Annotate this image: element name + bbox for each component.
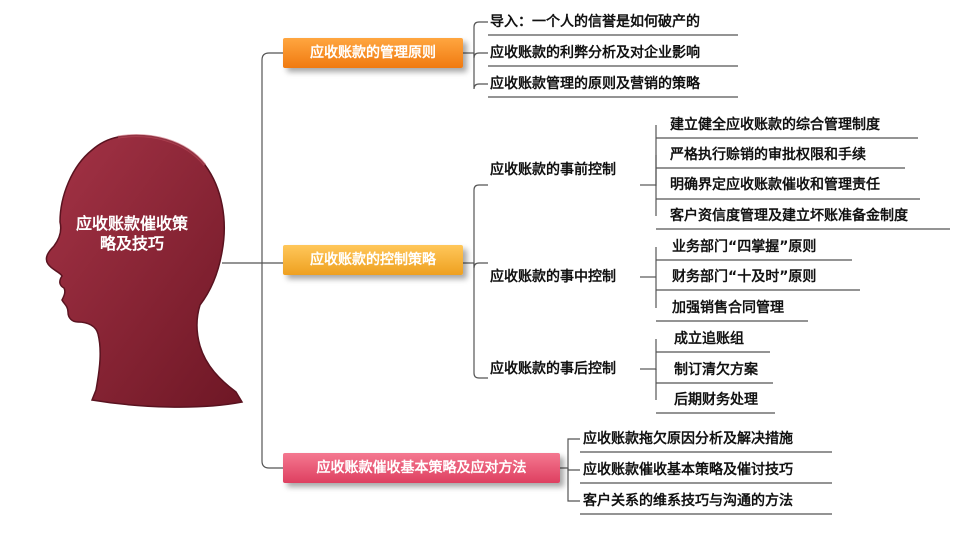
branch-control-strategy[interactable]: 应收账款的控制策略 bbox=[283, 245, 463, 275]
connector-b1-leaf-3 bbox=[473, 53, 488, 90]
sub-pre-control[interactable]: 应收账款的事前控制 bbox=[490, 162, 616, 178]
central-topic: 应收账款催收策 略及技巧 bbox=[66, 214, 198, 254]
leaf-2-3-2[interactable]: 制订清欠方案 bbox=[674, 362, 758, 378]
connector-b2-sub-1 bbox=[473, 184, 488, 263]
connector-branch-3 bbox=[261, 263, 283, 469]
branch-management-principles[interactable]: 应收账款的管理原则 bbox=[283, 38, 463, 68]
connector-b3-leaf-2 bbox=[567, 468, 580, 471]
leaf-2-2-3[interactable]: 加强销售合同管理 bbox=[672, 300, 784, 316]
leaf-1-2[interactable]: 应收账款的利弊分析及对企业影响 bbox=[490, 45, 700, 61]
leaf-2-1-3[interactable]: 明确界定应收账款催收和管理责任 bbox=[670, 177, 880, 193]
leaf-2-2-2[interactable]: 财务部门“十及时”原则 bbox=[672, 269, 817, 285]
leaf-2-2-1[interactable]: 业务部门“四掌握”原则 bbox=[672, 239, 817, 255]
branch-collection-strategy[interactable]: 应收账款催收基本策略及应对方法 bbox=[283, 453, 560, 483]
connector-b3-leaf-3 bbox=[567, 468, 580, 502]
leaf-2-3-1[interactable]: 成立追账组 bbox=[674, 331, 744, 347]
leaf-2-1-1[interactable]: 建立健全应收账款的综合管理制度 bbox=[670, 117, 880, 133]
leaf-3-2[interactable]: 应收账款催收基本策略及催讨技巧 bbox=[583, 462, 793, 478]
sub-mid-control[interactable]: 应收账款的事中控制 bbox=[490, 269, 616, 285]
head-silhouette-icon bbox=[45, 134, 244, 408]
leaf-3-3[interactable]: 客户关系的维系技巧与沟通的方法 bbox=[583, 493, 793, 509]
central-title-line2: 略及技巧 bbox=[99, 234, 164, 253]
connector-branch-1 bbox=[261, 52, 283, 263]
connector-b2-sub-2 bbox=[473, 262, 488, 269]
leaf-2-1-4[interactable]: 客户资信度管理及建立坏账准备金制度 bbox=[670, 208, 908, 224]
leaf-1-3[interactable]: 应收账款管理的原则及营销的策略 bbox=[490, 76, 700, 92]
central-title-line1: 应收账款催收策 bbox=[75, 214, 188, 233]
leaf-1-1[interactable]: 导入：一个人的信誉是如何破产的 bbox=[490, 14, 700, 30]
connector-b3-leaf-1 bbox=[567, 438, 580, 468]
connector-b1-leaf-2 bbox=[473, 52, 488, 59]
leaf-3-1[interactable]: 应收账款拖欠原因分析及解决措施 bbox=[583, 431, 793, 447]
connector-b2-sub-3 bbox=[473, 263, 488, 379]
sub-post-control[interactable]: 应收账款的事后控制 bbox=[490, 361, 616, 377]
leaf-2-1-2[interactable]: 严格执行赊销的审批权限和手续 bbox=[670, 147, 866, 163]
leaf-2-3-3[interactable]: 后期财务处理 bbox=[674, 392, 758, 408]
connector-b1-leaf-1 bbox=[473, 21, 488, 53]
